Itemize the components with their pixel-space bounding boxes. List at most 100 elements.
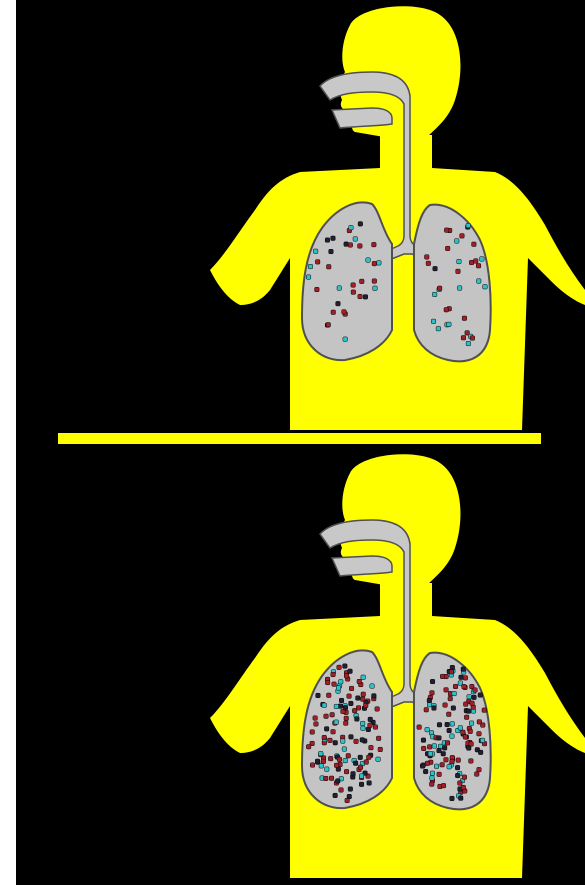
particle: [341, 739, 346, 744]
particle: [325, 238, 330, 243]
particle: [366, 727, 371, 732]
particle: [360, 738, 365, 743]
particle: [475, 772, 480, 777]
particle: [355, 717, 360, 722]
particle: [462, 775, 467, 780]
particle: [466, 223, 471, 228]
particle: [457, 286, 462, 291]
particle: [461, 730, 466, 735]
particle: [417, 725, 422, 730]
particle: [463, 735, 468, 740]
particle: [425, 727, 430, 732]
particle: [364, 760, 369, 765]
particle: [424, 708, 429, 713]
particle: [425, 761, 430, 766]
particle: [324, 776, 329, 781]
particle: [342, 310, 347, 315]
particle: [310, 763, 315, 768]
particle: [331, 236, 336, 241]
particle: [428, 752, 433, 757]
particle: [480, 257, 485, 262]
particle: [372, 242, 377, 247]
particle: [329, 776, 334, 781]
particle: [470, 701, 475, 706]
particle: [437, 286, 442, 291]
particle: [421, 738, 426, 743]
particle: [373, 286, 378, 291]
particle: [448, 696, 453, 701]
particle: [478, 693, 483, 698]
particle: [327, 265, 332, 270]
particle: [339, 788, 344, 793]
particle: [444, 688, 449, 693]
particle: [368, 717, 373, 722]
particle: [333, 793, 338, 798]
particle: [476, 264, 481, 269]
particle: [313, 716, 318, 721]
particle: [445, 246, 450, 251]
particle: [343, 337, 348, 342]
particle: [458, 726, 463, 731]
particle: [344, 242, 349, 247]
particle: [327, 693, 332, 698]
particle: [441, 783, 446, 788]
particle: [449, 670, 454, 675]
particle: [364, 703, 369, 708]
particle: [458, 781, 463, 786]
particle: [456, 269, 461, 274]
particle: [433, 266, 438, 271]
particle: [337, 665, 342, 670]
particle: [464, 702, 469, 707]
particle: [343, 664, 348, 669]
particle: [360, 721, 365, 726]
particle: [456, 758, 461, 763]
particle: [344, 721, 349, 726]
particle: [377, 261, 382, 266]
particle: [348, 787, 353, 792]
particle: [437, 723, 442, 728]
particle: [432, 292, 437, 297]
particle: [324, 727, 329, 732]
particle: [333, 741, 338, 746]
particle: [461, 785, 466, 790]
particle: [319, 764, 324, 769]
particle: [348, 669, 353, 674]
particle: [468, 729, 473, 734]
particle: [339, 698, 344, 703]
particle: [360, 279, 365, 284]
particle: [321, 759, 326, 764]
particle: [315, 287, 320, 292]
particle: [421, 763, 426, 768]
particle: [308, 264, 313, 269]
particle: [367, 781, 372, 786]
particle: [442, 746, 447, 751]
particle: [306, 275, 311, 280]
particle: [322, 735, 327, 740]
particle: [477, 767, 482, 772]
particle: [483, 285, 488, 290]
particle: [441, 752, 446, 757]
particle: [459, 796, 464, 801]
particle: [430, 679, 435, 684]
particle: [467, 695, 472, 700]
particle: [337, 757, 342, 762]
particle: [432, 744, 437, 749]
particle: [455, 765, 460, 770]
particle: [427, 745, 432, 750]
particle: [329, 249, 334, 254]
particle: [358, 755, 363, 760]
particle: [432, 706, 437, 711]
particle: [461, 667, 466, 672]
particle: [316, 693, 321, 698]
particle: [313, 249, 318, 254]
particle: [444, 308, 449, 313]
particle: [477, 279, 482, 284]
particle: [437, 748, 442, 753]
particle: [334, 704, 339, 709]
particle: [445, 722, 450, 727]
particle: [334, 720, 339, 725]
particle: [480, 738, 485, 743]
particle: [358, 222, 363, 227]
particle: [450, 796, 455, 801]
